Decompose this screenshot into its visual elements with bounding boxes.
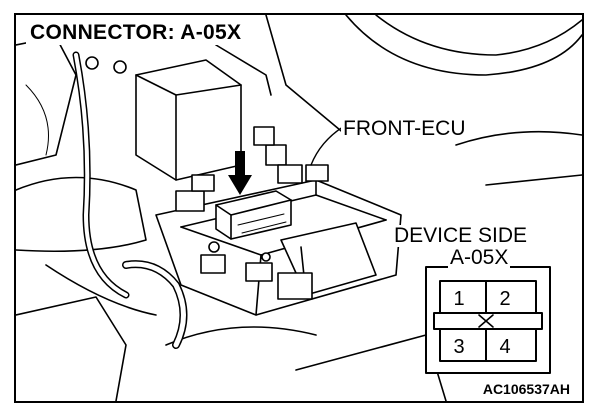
device-side-label: DEVICE SIDE — [392, 224, 530, 247]
left-housing-outline — [16, 36, 77, 166]
pin-2-label: 2 — [499, 288, 511, 310]
diagram-frame: CONNECTOR: A-05X FRONT-ECU DEVICE SIDE A… — [14, 13, 584, 403]
engine-bay-illustration — [16, 15, 582, 401]
reference-code: AC106537AH — [480, 381, 572, 397]
top-right-dome — [345, 15, 582, 76]
top-center-edge — [265, 15, 347, 136]
ecu-connector-cluster — [175, 126, 329, 300]
target-connector-arrow — [228, 151, 252, 195]
lower-left-panel — [16, 176, 147, 253]
pin-1-label: 1 — [453, 288, 465, 310]
front-ecu-label: FRONT-ECU — [341, 117, 468, 140]
connector-face — [425, 266, 551, 374]
page-title: CONNECTOR: A-05X — [26, 21, 246, 45]
pin-4-label: 4 — [499, 336, 511, 358]
harness-clip — [85, 56, 99, 70]
relay-box — [135, 59, 242, 181]
connector-id-label: A-05X — [448, 246, 511, 269]
pin-3-label: 3 — [453, 336, 465, 358]
lower-center-bracket — [295, 334, 447, 401]
lower-left-bracket — [16, 296, 127, 401]
